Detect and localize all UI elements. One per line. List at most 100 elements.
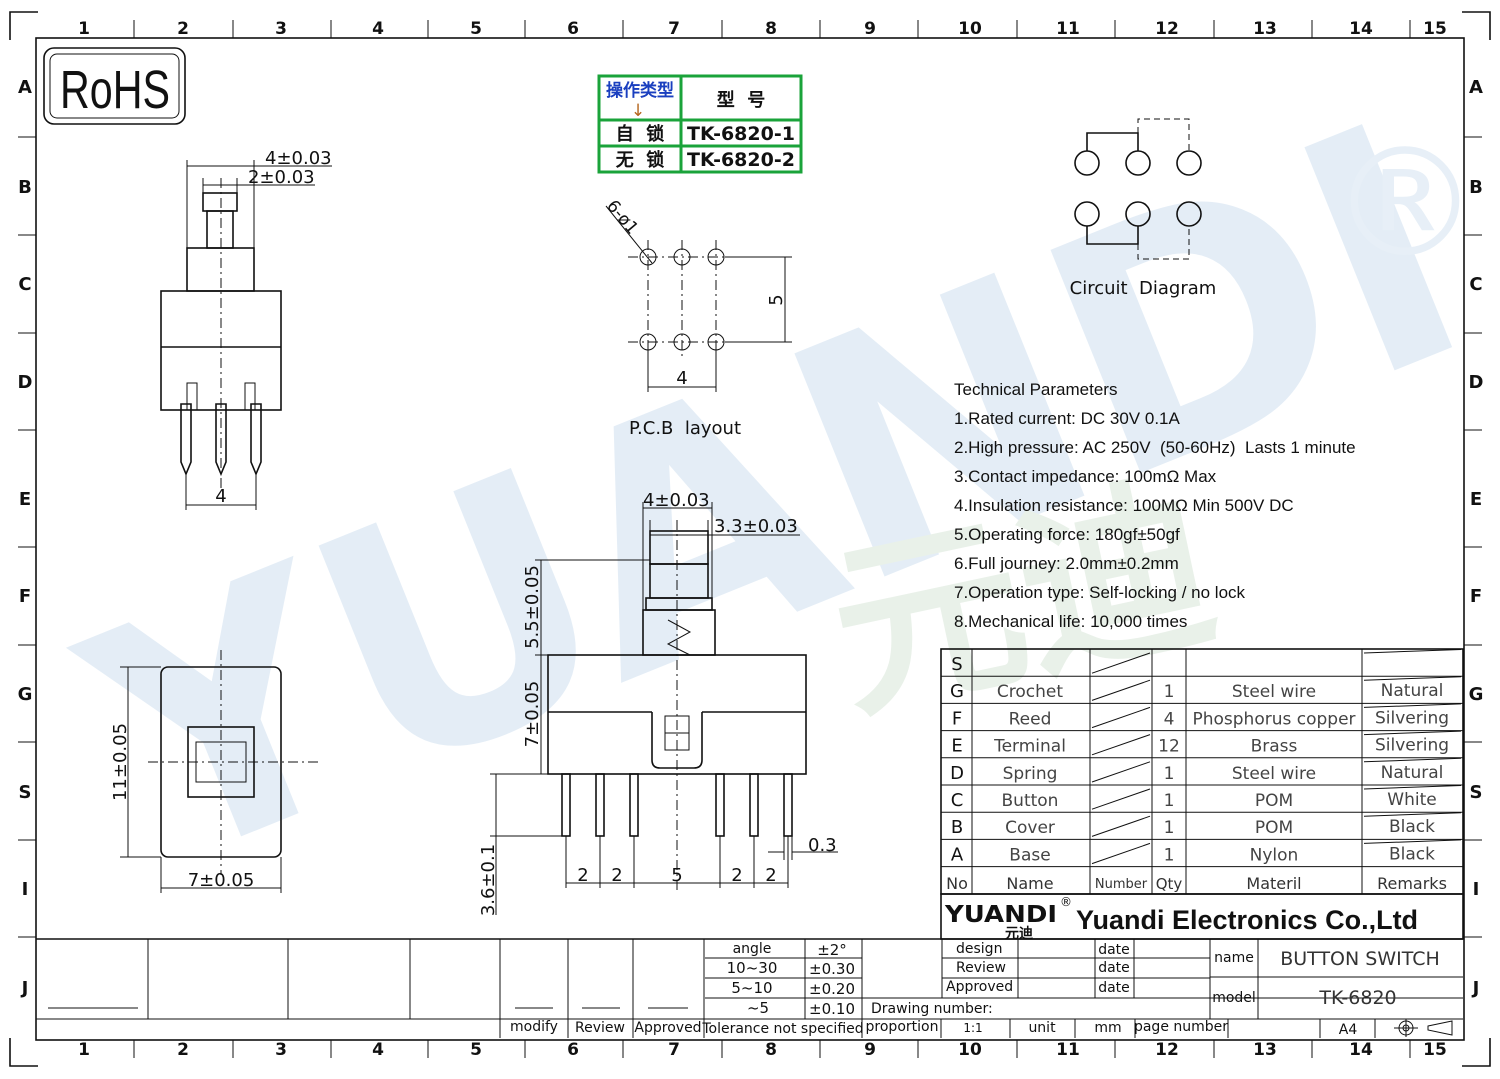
tb-approved: Approved xyxy=(634,1020,701,1036)
column-label-bottom: 8 xyxy=(765,1040,777,1060)
down-arrow-icon: ↓ xyxy=(631,101,645,121)
column-label-top: 14 xyxy=(1349,19,1373,39)
bom-cell-name: Base xyxy=(1009,845,1050,865)
front-dim-bottom-3: 5 xyxy=(671,865,682,886)
row-label-left: I xyxy=(22,879,29,900)
bom-cell-name: Reed xyxy=(1009,709,1052,729)
row-label-right: G xyxy=(1469,684,1484,705)
bom-cell-name: Spring xyxy=(1003,764,1058,784)
bom-cell-qty: 1 xyxy=(1164,791,1175,811)
front-dim-bottom-5: 2 xyxy=(765,865,776,886)
bom-cell-material: Phosphorus copper xyxy=(1192,709,1355,729)
column-label-bottom: 6 xyxy=(567,1040,579,1060)
column-label-top: 6 xyxy=(567,19,579,39)
bom-header-name: Name xyxy=(1006,874,1053,893)
technical-parameters: Technical Parameters 1.Rated current: DC… xyxy=(954,380,1356,631)
model-table-row2-type: 无 锁 xyxy=(616,149,665,171)
column-label-bottom: 3 xyxy=(275,1040,287,1060)
tb-design: design xyxy=(956,941,1002,957)
tb-modify: modify xyxy=(510,1019,558,1035)
front-view: 4±0.03 3.3±0.03 5.5±0.05 7±0.05 3.6±0.1 … xyxy=(478,490,838,916)
bom-header-material: Materil xyxy=(1246,874,1301,893)
column-label-top: 3 xyxy=(275,19,287,39)
bom-cell-no: G xyxy=(950,681,964,702)
column-label-bottom: 7 xyxy=(668,1040,680,1060)
bom-cell-material: Nylon xyxy=(1250,845,1299,865)
bom-cell-no: C xyxy=(951,790,964,811)
row-label-right: S xyxy=(1470,782,1483,803)
bom-cell-qty: 4 xyxy=(1164,709,1175,729)
column-label-top: 15 xyxy=(1423,19,1447,39)
bom-cell-material: POM xyxy=(1255,791,1293,811)
tol-510-label: 5~10 xyxy=(731,979,772,997)
front-dim-top1: 4±0.03 xyxy=(643,490,710,511)
bom-cell-name: Button xyxy=(1002,791,1059,811)
front-dim-pin: 0.3 xyxy=(808,835,837,856)
column-label-top: 9 xyxy=(864,19,876,39)
tol-angle-value: ±2° xyxy=(817,941,847,959)
row-label-right: J xyxy=(1471,978,1480,999)
column-label-top: 8 xyxy=(765,19,777,39)
bom-cell-qty: 1 xyxy=(1164,682,1175,702)
tb-date-2: date xyxy=(1098,960,1130,976)
row-label-left: B xyxy=(18,177,32,198)
bottom-view: 11±0.05 7±0.05 xyxy=(110,650,318,893)
pcb-label: P.C.B layout xyxy=(629,418,741,439)
tb-date-1: date xyxy=(1098,942,1130,958)
column-label-bottom: 12 xyxy=(1155,1040,1179,1060)
bom-cell-no: D xyxy=(950,763,964,784)
frame: 1122334455667788991010111112121313141415… xyxy=(9,11,1491,1067)
row-label-left: S xyxy=(19,782,32,803)
bom-header-remarks: Remarks xyxy=(1377,874,1447,893)
company-row: YUANDI 元迪 ® Yuandi Electronics Co.,Ltd xyxy=(940,893,1464,942)
column-label-top: 13 xyxy=(1253,19,1277,39)
circuit-diagram: Circuit Diagram xyxy=(1070,118,1216,299)
row-label-right: A xyxy=(1469,77,1483,98)
front-dim-bottom-4: 2 xyxy=(731,865,742,886)
bom-cell-remarks: White xyxy=(1387,790,1436,810)
tech-item-1: 1.Rated current: DC 30V 0.1A xyxy=(954,409,1181,428)
front-dim-bottom-2: 2 xyxy=(611,865,622,886)
side-dim-pitch: 4 xyxy=(215,486,226,507)
column-label-bottom: 10 xyxy=(958,1040,982,1060)
front-dim-top2: 3.3±0.03 xyxy=(714,516,798,537)
tech-item-5: 5.Operating force: 180gf±50gf xyxy=(954,525,1180,544)
row-label-right: C xyxy=(1469,274,1482,295)
bom-row: S xyxy=(951,649,1462,675)
column-label-bottom: 13 xyxy=(1253,1040,1277,1060)
column-label-bottom: 4 xyxy=(372,1040,384,1060)
bom-cell-material: Brass xyxy=(1251,737,1298,757)
tb-review: Review xyxy=(575,1020,625,1036)
bom-row: C Button 1 POM White xyxy=(951,785,1462,811)
bom-cell-remarks: Silvering xyxy=(1375,736,1449,756)
column-ticks xyxy=(133,20,1411,1058)
front-dim-v1: 5.5±0.05 xyxy=(522,565,543,649)
bom-header-number: Number xyxy=(1095,877,1148,892)
row-label-right: D xyxy=(1469,372,1484,393)
bom-cell-name: Cover xyxy=(1005,818,1055,838)
tol-angle-label: angle xyxy=(733,941,772,957)
bom-header-qty: Qty xyxy=(1156,875,1183,893)
row-label-right: F xyxy=(1470,586,1482,607)
tech-item-7: 7.Operation type: Self-locking / no lock xyxy=(954,583,1246,602)
column-label-top: 4 xyxy=(372,19,384,39)
tech-item-2: 2.High pressure: AC 250V (50-60Hz) Lasts… xyxy=(954,438,1356,457)
bom-cell-qty: 1 xyxy=(1164,764,1175,784)
tech-item-8: 8.Mechanical life: 10,000 times xyxy=(954,612,1187,631)
column-label-top: 12 xyxy=(1155,19,1179,39)
bom-cell-name: Crochet xyxy=(997,682,1063,702)
bom-cell-no: S xyxy=(951,654,962,675)
watermark-reg: ® xyxy=(1330,117,1480,291)
column-label-bottom: 5 xyxy=(470,1040,482,1060)
tb-date-3: date xyxy=(1098,980,1130,996)
model-table-row2-model: TK-6820-2 xyxy=(687,149,795,171)
tb-name-value: BUTTON SWITCH xyxy=(1280,948,1440,970)
